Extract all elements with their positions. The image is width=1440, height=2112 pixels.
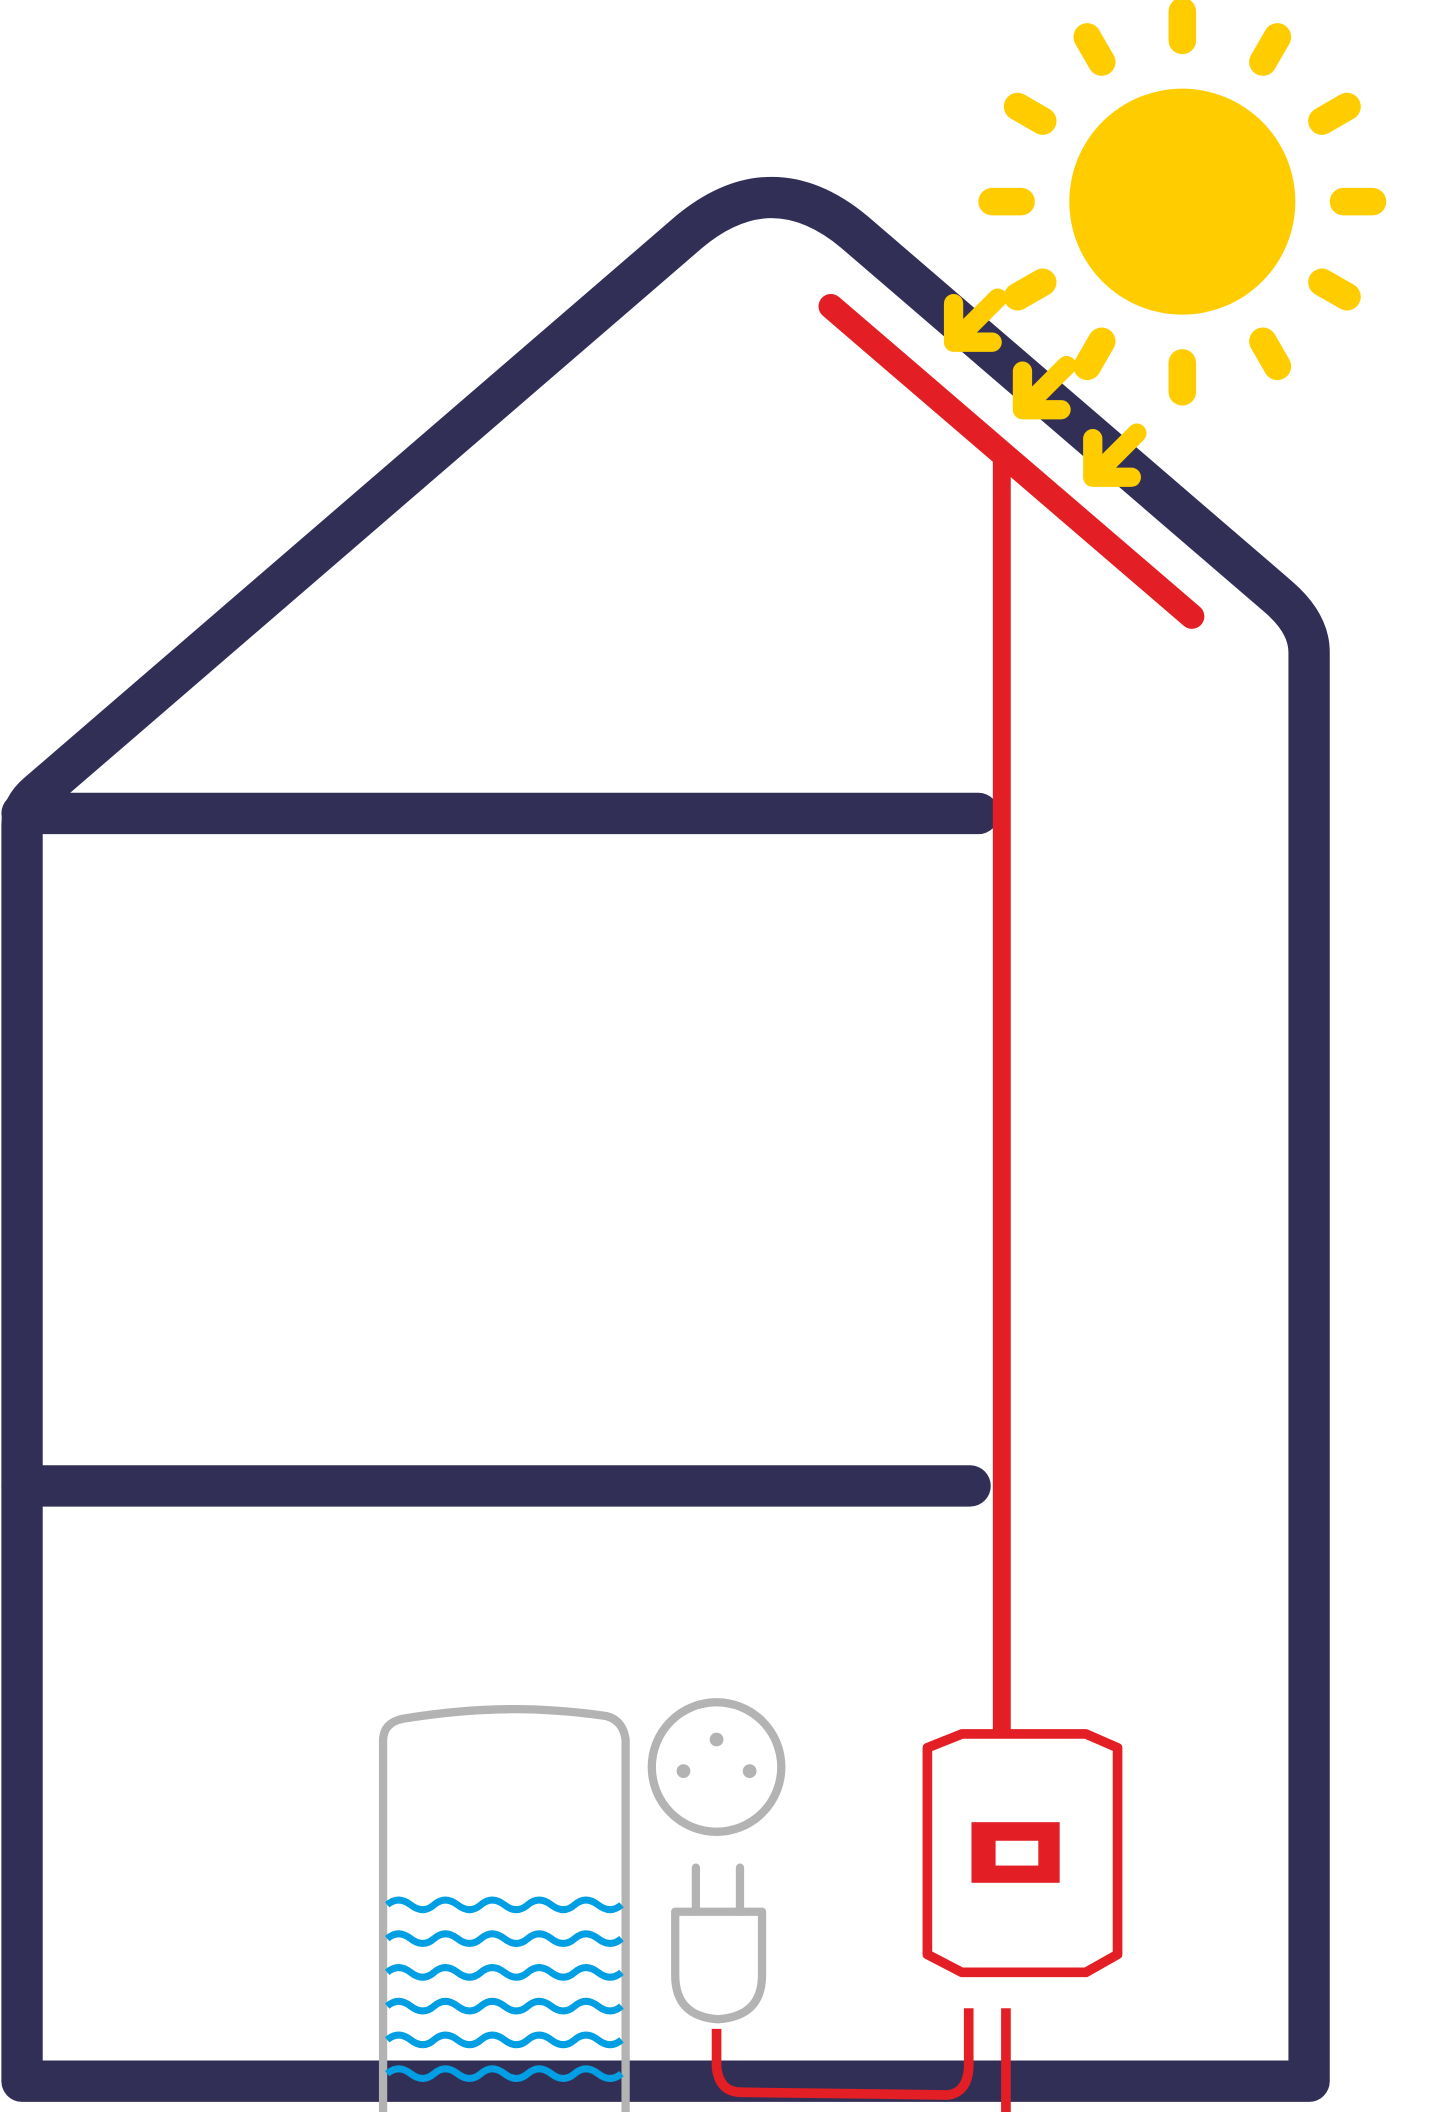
water-wave [384, 1896, 624, 1914]
sun-ray [1073, 23, 1116, 76]
sun-ray [1249, 327, 1292, 381]
water-wave [384, 1964, 624, 1981]
socket-hole [742, 1764, 757, 1779]
sunlight-arrow [1012, 355, 1077, 420]
water-wave [384, 1930, 624, 1947]
water-waves [384, 1896, 624, 2082]
sun-ray [1249, 23, 1292, 76]
sun-ray [1308, 268, 1361, 311]
socket-hole [709, 1732, 724, 1747]
house-outline-icon [1, 176, 1330, 2102]
sun-disc [1069, 88, 1296, 315]
sun-ray [1003, 92, 1057, 135]
plug-body [671, 1907, 767, 2024]
sunlight-arrow-icon [943, 288, 1147, 487]
sun-ray [1003, 268, 1057, 311]
sun-ray [1308, 92, 1361, 135]
water-wave [384, 2031, 624, 2049]
water-wave [384, 1997, 624, 2015]
inverter-icon [922, 1729, 1123, 1978]
socket-hole [676, 1764, 691, 1779]
sun-icon [978, 0, 1387, 406]
inverter-display-window [994, 1839, 1040, 1867]
plug-icon [671, 1863, 767, 2024]
wall-socket-icon [647, 1698, 786, 1836]
socket-ring [647, 1698, 786, 1836]
boiler-body [378, 1705, 630, 2112]
sunlight-arrow [1083, 423, 1147, 487]
sunlight-arrow [943, 288, 1008, 352]
water-boiler-icon [378, 1705, 630, 2112]
solar-panel-icon [818, 293, 1205, 629]
wires [711, 455, 1011, 2112]
water-wave [384, 2065, 624, 2082]
plug-wire [711, 2008, 974, 2100]
sun-ray [1073, 327, 1116, 381]
